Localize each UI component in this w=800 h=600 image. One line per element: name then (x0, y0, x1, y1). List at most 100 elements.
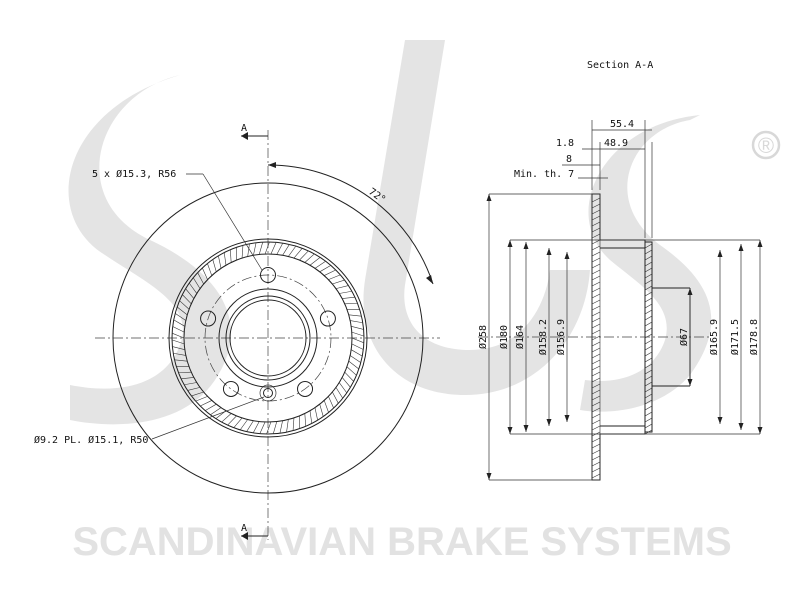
registered-mark: ® (751, 130, 781, 160)
dim-arrow (507, 240, 513, 247)
vent-hatch-line (258, 242, 264, 255)
diameter-label: Ø258 (477, 325, 489, 349)
hatch-line (644, 261, 653, 267)
hatch-line (644, 417, 653, 423)
dim-arrow (546, 248, 552, 255)
vent-hatch-line (173, 319, 185, 327)
vent-hatch-line (309, 257, 321, 266)
vent-hatch-line (276, 243, 284, 255)
hatch-line (644, 291, 653, 297)
vent-hatch-line (309, 410, 313, 424)
vent-hatch-line (174, 359, 188, 362)
vent-hatch-line (205, 403, 217, 411)
hatch-line (644, 249, 653, 255)
bolt-hole (297, 380, 314, 397)
hatch-line (591, 359, 601, 365)
section-hatching (591, 197, 653, 479)
hatch-line (591, 275, 601, 281)
hatch-line (644, 393, 653, 399)
hatch-line (644, 423, 653, 429)
vent-hatch-line (282, 244, 290, 256)
hatch-line (591, 305, 601, 311)
vent-hatch-line (191, 391, 204, 397)
vent-hatch-line (328, 396, 334, 409)
hatch-line (591, 329, 601, 335)
disc-outer-edge (112, 182, 424, 494)
vent-hatch-line (202, 267, 208, 280)
hatch-line (591, 317, 601, 323)
vent-hatch-line (348, 314, 362, 317)
vent-hatch-line (172, 326, 185, 333)
hatch-line (644, 267, 653, 273)
hatch-line (644, 285, 653, 291)
dim-arrow (523, 425, 529, 432)
vent-hatch-line (197, 272, 204, 285)
dim-arrow (687, 379, 693, 386)
hatch-line (591, 461, 601, 467)
bolt-hole (260, 267, 276, 283)
hatch-line (591, 239, 601, 245)
locating-hole (263, 388, 273, 398)
hatch-line (591, 413, 601, 419)
vent-hatch-line (247, 243, 250, 257)
dim-1-8: 1.8 (556, 138, 574, 149)
vent-hatch-line (349, 355, 361, 363)
hatch-line (591, 347, 601, 353)
vent-hatch-line (239, 419, 248, 431)
hatch-line (591, 389, 601, 395)
bolt-holes (200, 267, 336, 397)
vent-hatch-line (319, 404, 324, 417)
hatch-line (591, 245, 601, 251)
hatch-line (644, 297, 653, 303)
diameter-label: Ø178.8 (748, 319, 760, 355)
vent-hatch-line (288, 245, 297, 257)
min-thickness-label: Min. th. 7 (514, 169, 574, 180)
friction-ring-inner-edge (168, 238, 368, 438)
section-arrowhead-bottom (241, 532, 248, 540)
hatch-line (591, 401, 601, 407)
locating-hole-ring (259, 384, 277, 402)
vent-hatch-line (270, 242, 277, 255)
diameter-label: Ø67 (678, 328, 690, 346)
registered-symbol: ® (758, 133, 774, 158)
vent-hatch-line (252, 421, 260, 433)
vent-hatch-line (179, 300, 190, 310)
dim-arrow (486, 194, 492, 201)
dim-arrow (717, 417, 723, 424)
diameter-label: Ø164 (514, 325, 526, 349)
hatch-line (644, 357, 653, 363)
hatch-line (591, 323, 601, 329)
vent-hatch-line (299, 250, 309, 261)
sbs-logo-watermark (68, 40, 712, 425)
hatch-line (644, 381, 653, 387)
hatch-line (591, 281, 601, 287)
vent-hatch-line (335, 285, 349, 289)
vent-hatch-line (181, 377, 194, 380)
vent-hatch-line (221, 413, 232, 423)
dim-arrow (738, 423, 744, 430)
vent-hatch-line (218, 255, 222, 269)
vent-hatch-line (350, 320, 363, 324)
vent-hatch-line (192, 277, 201, 289)
hatch-line (644, 387, 653, 393)
hole-leader (151, 396, 265, 440)
hatch-line (591, 425, 601, 431)
hatch-line (644, 255, 653, 261)
vent-hatch-line (351, 331, 365, 337)
hatch-line (591, 251, 601, 257)
vent-hatch-line (292, 417, 295, 431)
vent-hatch-line (272, 421, 278, 434)
angle-arrow-start (268, 162, 276, 168)
hatch-line (644, 429, 653, 435)
hatch-line (591, 377, 601, 383)
diameter-label: Ø156.9 (555, 319, 567, 355)
vent-hatch-line (195, 396, 208, 402)
front-view: 72° 5 x Ø15.3, R56 Ø9.2 PL. Ø15.1, R50 A… (34, 123, 440, 540)
hatch-line (591, 467, 601, 473)
hatch-line (591, 437, 601, 443)
vent-hatch-line (173, 352, 186, 356)
section-mark-top: A (241, 123, 247, 134)
diameter-label: Ø158.2 (537, 319, 549, 355)
centre-bore (229, 299, 307, 377)
hatch-line (644, 309, 653, 315)
